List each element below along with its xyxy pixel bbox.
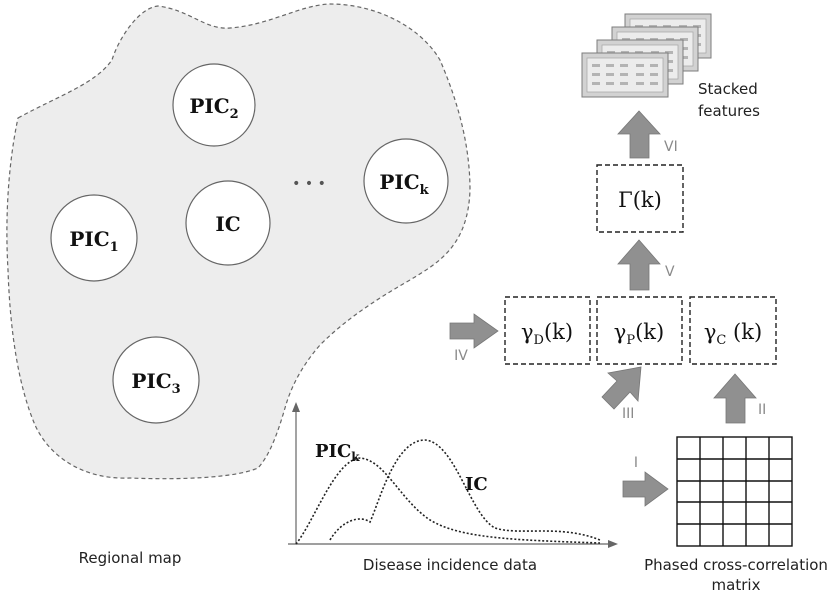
node-label: IC [215,212,240,236]
svg-text:PIC1: PIC1 [69,227,118,255]
curve-pic-k [295,457,601,545]
plot-x-axis-arrow [608,540,618,548]
box-gamma-p: γP(k) [596,296,683,365]
curve-label-pic: PIC [315,441,351,462]
arrow-step-iv [449,313,499,349]
matrix-caption-line1: Phased cross-correlation [644,556,828,574]
label-step-vi: VI [664,139,678,155]
box-gamma-c: γC (k) [689,296,777,365]
node-label: PIC [69,227,109,251]
label-step-iv: IV [454,348,468,364]
svg-text:γC (k): γC (k) [704,320,762,348]
plot-y-axis-arrow [292,402,300,412]
stacked-features-icon [581,13,712,98]
map-node-pick: PICk [363,138,449,224]
correlation-matrix [676,436,793,547]
regional-map-caption: Regional map [79,549,182,567]
label-step-v: V [665,264,675,280]
map-ellipsis: • • • [292,176,326,192]
box-big-gamma: Γ(k) [596,164,684,233]
node-subscript: 2 [230,107,239,122]
arrow-step-ii [713,373,757,424]
arrow-step-v [617,239,661,291]
map-node-pic2: PIC2 [172,63,256,147]
box-gamma-d: γD(k) [504,296,591,365]
incidence-plot-caption: Disease incidence data [363,556,537,574]
curve-ic [329,439,601,541]
arrow-step-vi [617,110,661,159]
map-node-ic: IC [185,180,271,266]
svg-text:PIC3: PIC3 [131,369,180,397]
arrow-step-iii [601,366,642,410]
node-subscript: k [420,183,430,198]
node-subscript: 1 [110,240,119,255]
svg-text:PICk: PICk [379,170,429,198]
node-label: PIC [379,170,419,194]
node-label: PIC [131,369,171,393]
stacked-caption-line2: features [698,102,760,120]
label-step-iii: III [622,406,634,422]
label-step-i: I [634,455,638,471]
curve-label-pic-subscript: k [351,450,360,464]
svg-text:Γ(k): Γ(k) [618,188,662,212]
node-label: PIC [189,94,229,118]
map-node-pic3: PIC3 [112,336,200,424]
label-step-ii: II [758,402,766,418]
incidence-plot: PICk IC [288,402,618,548]
node-subscript: 3 [172,382,181,397]
curve-label-ic: IC [465,474,488,495]
stacked-caption-line1: Stacked [698,80,758,98]
matrix-caption-line2: matrix [712,576,761,594]
svg-text:PIC2: PIC2 [189,94,238,122]
svg-text:γP(k): γP(k) [614,320,664,348]
svg-text:PICk: PICk [315,441,360,464]
map-node-pic1: PIC1 [50,194,138,282]
svg-text:γD(k): γD(k) [521,320,573,348]
arrow-step-i [622,471,669,507]
